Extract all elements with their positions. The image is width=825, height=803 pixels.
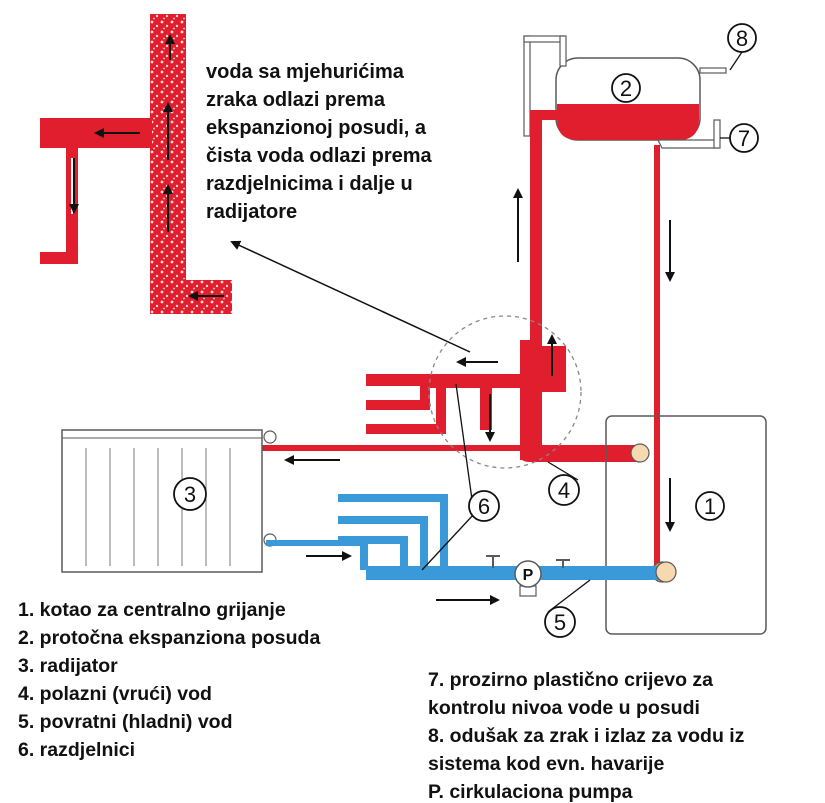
marker-6: 6	[478, 494, 490, 519]
marker-5: 5	[554, 610, 566, 635]
callout-line: voda sa mjehurićima	[206, 61, 404, 83]
pump-label: P	[523, 567, 534, 584]
number-markers: 8 2 7 3 4 1 6 5	[173, 23, 759, 638]
marker-1: 1	[704, 494, 716, 519]
callout-line: radijatore	[206, 201, 298, 223]
marker-8: 8	[736, 26, 748, 51]
marker-3: 3	[184, 482, 196, 507]
callout-line: ekspanzionoj posudi, a	[206, 117, 427, 139]
callout-line: čista voda odlazi prema	[206, 145, 432, 167]
callout-line: razdjelnicima i dalje u	[206, 173, 413, 195]
legend-item: P. cirkulaciona pumpa	[428, 781, 633, 803]
legend-item: sistema kod evn. havarije	[428, 753, 665, 775]
boiler	[605, 415, 767, 635]
flow-arrows	[284, 188, 675, 605]
legend-item: 4. polazni (vrući) vod	[18, 683, 212, 705]
pump: P	[514, 560, 542, 597]
legend-left: 1. kotao za centralno grijanje 2. protoč…	[18, 596, 320, 764]
detail-circle	[428, 315, 582, 469]
legend-item: 2. protočna ekspanziona posuda	[18, 627, 321, 649]
return-pipe	[266, 494, 677, 583]
marker-4: 4	[558, 478, 570, 503]
legend-item: 1. kotao za centralno grijanje	[18, 599, 286, 621]
legend-item: kontrolu nivoa vode u posudi	[428, 697, 700, 719]
legend-item: 3. radijator	[18, 655, 118, 677]
legend-item: 7. prozirno plastično crijevo za	[428, 669, 713, 691]
marker-7: 7	[738, 126, 750, 151]
callout-text: voda sa mjehurićima zraka odlazi prema e…	[206, 58, 432, 226]
legend-item: 8. odušak za zrak i izlaz za vodu iz	[428, 725, 745, 747]
legend-item: 5. povratni (hladni) vod	[18, 711, 233, 733]
callout-line: zraka odlazi prema	[206, 89, 385, 111]
legend-item: 6. razdjelnici	[18, 739, 136, 761]
air-separator-detail	[40, 14, 232, 314]
legend-right: 7. prozirno plastično crijevo za kontrol…	[428, 666, 744, 803]
radiator	[61, 429, 277, 573]
marker-2: 2	[620, 76, 632, 101]
